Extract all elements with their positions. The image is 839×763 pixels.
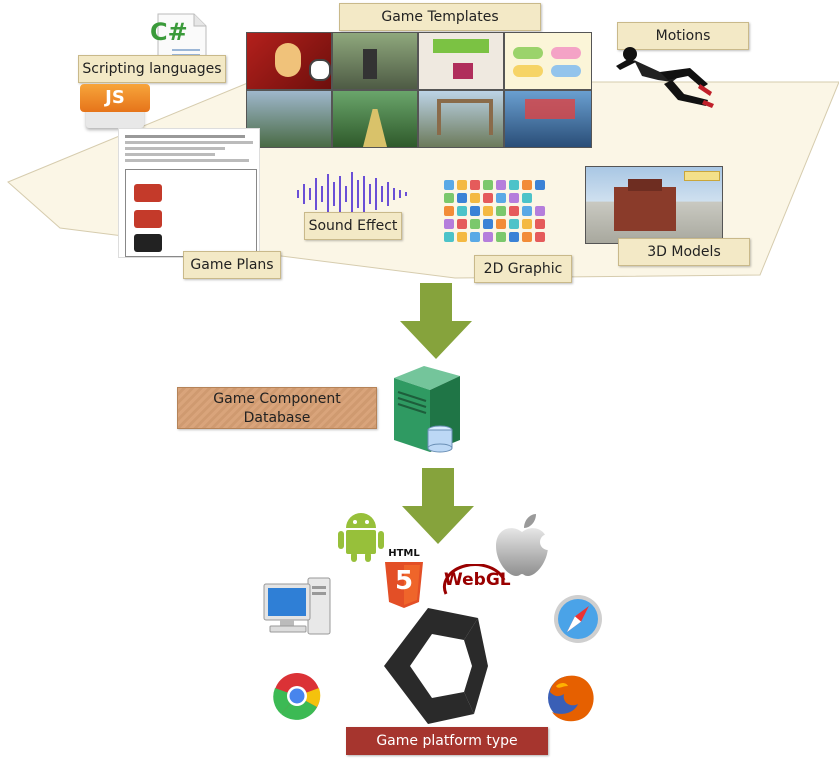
webgl-icon: WebGL — [440, 564, 511, 604]
html-text: HTML — [388, 548, 420, 559]
3d-model-screenshot — [585, 166, 723, 244]
2d-graphic-icon — [496, 193, 506, 203]
template-thumb — [504, 32, 592, 90]
2d-graphic-icon — [483, 180, 493, 190]
2d-graphic-icon — [483, 193, 493, 203]
runner-icon — [616, 47, 714, 108]
game-templates-collage — [246, 32, 592, 148]
2d-graphic-icon — [496, 206, 506, 216]
2d-graphic-icon — [509, 232, 519, 242]
2d-graphic-icon — [457, 206, 467, 216]
2d-graphic-icon — [522, 193, 532, 203]
arrow-down-icon — [402, 468, 474, 544]
html5-digit: 5 — [394, 566, 414, 596]
template-thumb — [504, 90, 592, 148]
template-thumb — [332, 90, 418, 148]
icon-grid-2d — [444, 180, 548, 256]
2d-graphic-icon — [535, 206, 545, 216]
2d-graphic-icon — [457, 180, 467, 190]
2d-graphic-icon — [496, 180, 506, 190]
template-thumb — [418, 32, 504, 90]
html5-icon: HTML 5 — [385, 548, 423, 610]
2d-graphic-icon — [509, 206, 519, 216]
android-icon — [338, 513, 384, 562]
template-thumb — [246, 32, 332, 90]
label-scripting-languages: Scripting languages — [78, 55, 226, 83]
label-game-platform-type: Game platform type — [346, 727, 548, 755]
label-game-templates: Game Templates — [339, 3, 541, 31]
csharp-file-icon: C# — [150, 12, 210, 62]
sound-wave-icon — [297, 172, 407, 216]
2d-graphic-icon — [496, 232, 506, 242]
2d-graphic-icon — [522, 206, 532, 216]
firefox-icon — [548, 675, 594, 722]
label-game-plans: Game Plans — [183, 251, 281, 279]
2d-graphic-icon — [509, 219, 519, 229]
2d-graphic-icon — [522, 219, 532, 229]
2d-graphic-icon — [444, 180, 454, 190]
2d-graphic-icon — [522, 180, 532, 190]
2d-graphic-icon — [509, 193, 519, 203]
2d-graphic-icon — [444, 219, 454, 229]
2d-graphic-icon — [535, 219, 545, 229]
desktop-computer-icon — [263, 577, 331, 635]
2d-graphic-icon — [457, 219, 467, 229]
template-thumb — [246, 90, 332, 148]
label-sound-effect: Sound Effect — [304, 212, 402, 240]
label-game-component-database: Game Component Database — [177, 387, 377, 429]
game-plan-document — [118, 128, 260, 258]
2d-graphic-icon — [470, 193, 480, 203]
2d-graphic-icon — [535, 232, 545, 242]
2d-graphic-icon — [444, 206, 454, 216]
2d-graphic-icon — [457, 232, 467, 242]
2d-graphic-icon — [457, 193, 467, 203]
label-2d-graphic: 2D Graphic — [474, 255, 572, 283]
2d-graphic-icon — [470, 219, 480, 229]
js-text: JS — [80, 84, 150, 112]
js-icon: JS — [80, 84, 152, 130]
2d-graphic-icon — [470, 232, 480, 242]
2d-graphic-icon — [535, 180, 545, 190]
2d-graphic-icon — [444, 232, 454, 242]
label-3d-models: 3D Models — [618, 238, 750, 266]
label-motions: Motions — [617, 22, 749, 50]
2d-graphic-icon — [483, 232, 493, 242]
database-label-line2: Database — [243, 410, 311, 426]
safari-icon — [554, 595, 602, 643]
2d-graphic-icon — [522, 232, 532, 242]
2d-graphic-icon — [470, 206, 480, 216]
2d-graphic-icon — [483, 219, 493, 229]
webgl-text: WebGL — [444, 570, 511, 590]
template-thumb — [332, 32, 418, 90]
apple-icon — [496, 514, 550, 576]
2d-graphic-icon — [496, 219, 506, 229]
template-thumb — [418, 90, 504, 148]
2d-graphic-icon — [470, 180, 480, 190]
csharp-text: C# — [150, 18, 188, 46]
database-label-line1: Game Component — [213, 391, 341, 407]
chrome-icon — [273, 673, 321, 720]
database-server-icon — [394, 366, 460, 453]
2d-graphic-icon — [509, 180, 519, 190]
2d-graphic-icon — [444, 193, 454, 203]
arrow-down-icon — [400, 283, 472, 359]
unity-logo-icon — [384, 608, 488, 724]
2d-graphic-icon — [483, 206, 493, 216]
